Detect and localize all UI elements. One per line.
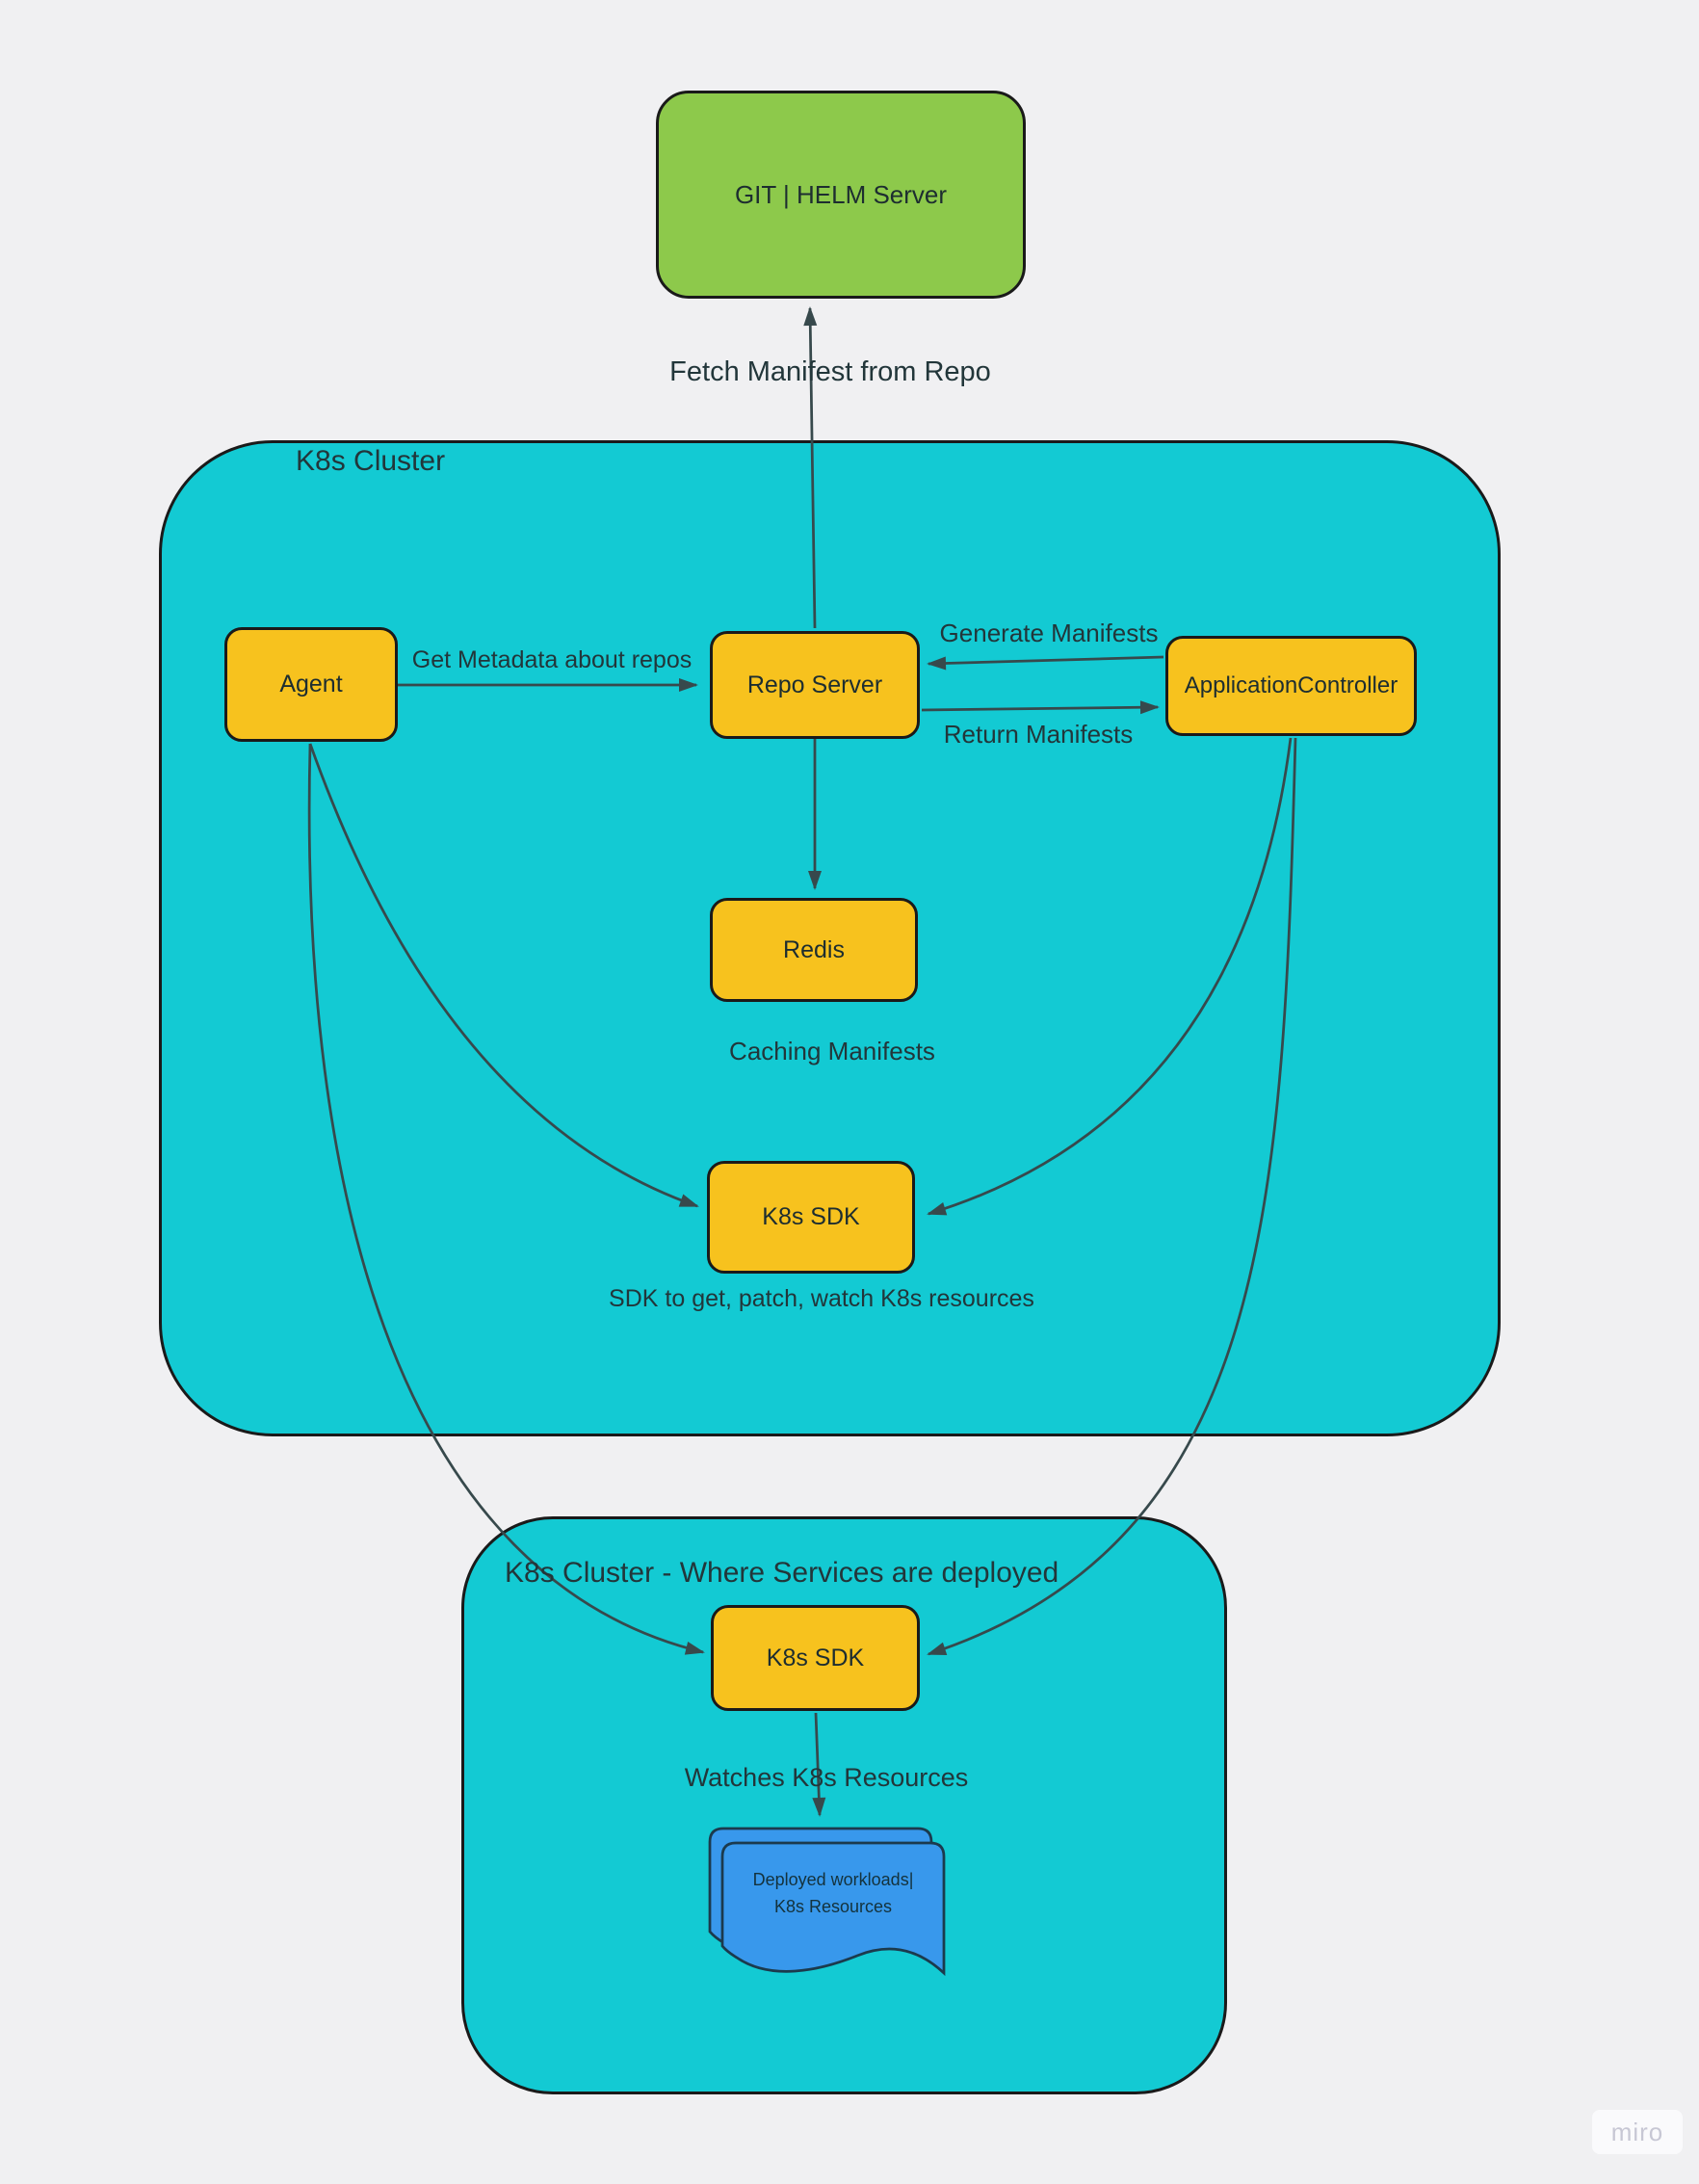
document-shape-front[interactable] (720, 1841, 946, 1977)
node-application-controller[interactable]: ApplicationController (1165, 636, 1417, 736)
node-k8s-sdk-main[interactable]: K8s SDK (707, 1161, 915, 1274)
k8s-sdk-main-label: K8s SDK (762, 1203, 860, 1230)
connector-appcontroller-to-reposerver[interactable] (927, 655, 1164, 671)
cluster-deploy-title[interactable]: K8s Cluster - Where Services are deploye… (505, 1557, 1059, 1589)
application-controller-label: ApplicationController (1184, 672, 1398, 698)
cluster-main-title[interactable]: K8s Cluster (296, 445, 446, 477)
miro-watermark: miro (1592, 2110, 1683, 2154)
repo-server-label: Repo Server (746, 671, 883, 698)
node-git-helm-server[interactable]: GIT | HELM Server (656, 91, 1026, 299)
caption-watches-resources[interactable]: Watches K8s Resources (684, 1763, 969, 1792)
edge-label-fetch-manifest[interactable]: Fetch Manifest from Repo (669, 356, 991, 387)
document-deployed-workloads[interactable]: Deployed workloads| K8s Resources (722, 1867, 944, 1921)
node-repo-server[interactable]: Repo Server (710, 631, 920, 739)
connector-sdk-deploy-to-document[interactable] (812, 1712, 826, 1817)
edge-label-generate-manifests[interactable]: Generate Manifests (939, 618, 1159, 647)
caption-caching-manifests[interactable]: Caching Manifests (729, 1037, 935, 1066)
node-redis[interactable]: Redis (710, 898, 918, 1002)
miro-watermark-label: miro (1610, 2117, 1664, 2146)
connector-appcontroller-to-sdk-deploy[interactable] (927, 737, 1297, 1656)
edge-label-get-metadata[interactable]: Get Metadata about repos (411, 646, 693, 673)
node-agent[interactable]: Agent (224, 627, 398, 742)
document-label-line1: Deployed workloads| (752, 1870, 914, 1889)
caption-sdk-purpose[interactable]: SDK to get, patch, watch K8s resources (609, 1285, 1034, 1312)
node-k8s-sdk-deploy[interactable]: K8s SDK (711, 1605, 920, 1711)
git-helm-server-label: GIT | HELM Server (734, 179, 948, 209)
redis-label: Redis (783, 935, 845, 963)
document-label-line2: K8s Resources (773, 1896, 893, 1916)
connector-reposerver-to-git[interactable] (803, 306, 818, 629)
agent-label: Agent (279, 671, 343, 697)
connector-reposerver-to-appcontroller[interactable] (921, 700, 1160, 715)
connector-appcontroller-to-sdk-main[interactable] (927, 737, 1293, 1216)
connector-agent-to-sdk-main[interactable] (308, 743, 699, 1208)
connector-agent-to-sdk-deploy[interactable] (307, 743, 705, 1655)
edge-label-return-manifests[interactable]: Return Manifests (943, 720, 1134, 749)
k8s-sdk-deploy-label: K8s SDK (766, 1644, 865, 1671)
